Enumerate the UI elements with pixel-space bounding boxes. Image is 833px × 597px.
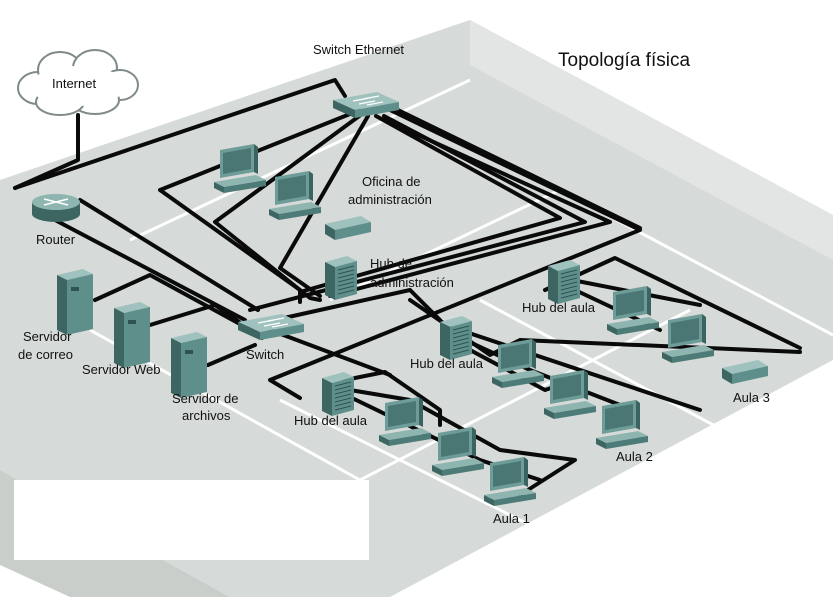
file-server-label-line1: Servidor de — [172, 391, 238, 406]
aula-2-label: Aula 2 — [616, 449, 653, 464]
switch-label: Switch — [246, 347, 284, 362]
hub-aula-1-label: Hub del aula — [294, 413, 368, 428]
web-server-label: Servidor Web — [82, 362, 161, 377]
aula-3-label: Aula 3 — [733, 390, 770, 405]
hub-admin-label-line1: Hub de — [370, 256, 412, 271]
aula-1-label: Aula 1 — [493, 511, 530, 526]
mail-server-icon — [57, 269, 93, 335]
mail-server-label-line2: de correo — [18, 347, 73, 362]
file-server-label-line2: archivos — [182, 408, 231, 423]
hub-aula-2-label: Hub del aula — [410, 356, 484, 371]
internet-label: Internet — [52, 76, 96, 91]
hub-aula-3-label: Hub del aula — [522, 300, 596, 315]
web-server-icon — [114, 302, 150, 368]
hub-admin-label-line2: administración — [370, 275, 454, 290]
oficina-label-line1: Oficina de — [362, 174, 421, 189]
admin-hub-icon — [324, 255, 358, 301]
mail-server-label-line1: Servidor — [23, 329, 72, 344]
router-label: Router — [36, 232, 76, 247]
file-server-icon — [171, 332, 207, 398]
switch-ethernet-label: Switch Ethernet — [313, 42, 404, 57]
blank-area — [14, 480, 369, 560]
classroom-hub-icon — [439, 315, 473, 361]
classroom-hub-icon — [547, 259, 581, 305]
router-icon — [32, 194, 80, 222]
page-title: Topología física — [558, 50, 690, 71]
classroom-hub-icon — [321, 371, 355, 417]
oficina-label-line2: administración — [348, 192, 432, 207]
internet-cloud — [17, 49, 139, 116]
